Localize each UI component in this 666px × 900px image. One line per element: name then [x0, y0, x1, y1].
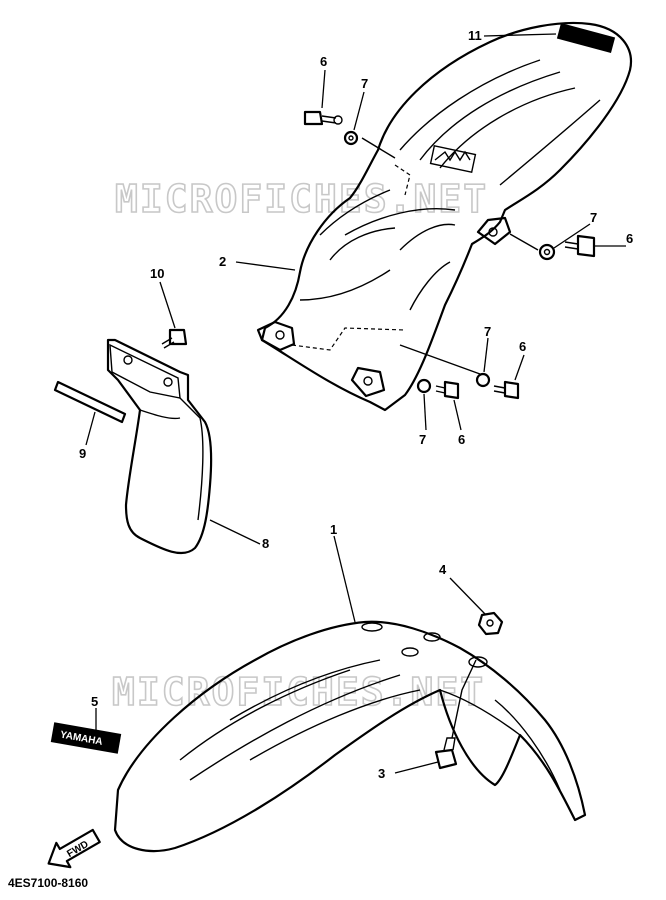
callout-5: 2	[219, 254, 226, 269]
bolt-6-mid-left	[435, 380, 460, 400]
callout-11: 11	[468, 28, 482, 43]
callout-7-mid-right: 7	[484, 324, 491, 339]
watermark-top: MICROFICHES.NET	[115, 177, 488, 221]
reflector-strip	[53, 380, 127, 424]
callout-4: 5	[91, 694, 98, 709]
fwd-label: FWD	[65, 839, 90, 860]
rear-fender	[256, 21, 633, 412]
bolt-6-mid-right	[493, 380, 520, 400]
washer-7-right	[538, 243, 556, 261]
callout-6-mid-right: 6	[519, 339, 526, 354]
bolt-6-right	[564, 234, 596, 258]
yamaha-decal	[50, 722, 122, 754]
callout-10: 10	[150, 266, 164, 281]
bolt-6-top-left	[303, 110, 343, 126]
callout-8: 8	[262, 536, 269, 551]
washer-7-mid-left	[416, 378, 432, 394]
callout-7-mid-left: 7	[419, 432, 426, 447]
front-fender: YAMAHA	[50, 620, 587, 852]
part-number-code: 4ES7100-8160	[8, 876, 89, 890]
fwd-arrow-icon: FWD	[47, 828, 101, 869]
callout-6-top: 6	[320, 54, 327, 69]
callout-6-mid-left: 6	[458, 432, 465, 447]
callout-3: 4	[439, 562, 447, 577]
callout-2: 3	[378, 766, 385, 781]
nut-3	[477, 611, 504, 636]
callout-7-top: 7	[361, 76, 368, 91]
bolt-10	[161, 328, 188, 349]
washer-7-mid-right	[475, 372, 491, 388]
washer-7-top-left	[343, 130, 359, 146]
mud-flap	[106, 338, 213, 555]
callout-7-right: 7	[590, 210, 597, 225]
callout-1: 1	[330, 522, 337, 537]
callout-9: 9	[79, 446, 86, 461]
callout-6-right: 6	[626, 231, 633, 246]
watermark-bottom: MICROFICHES.NET	[112, 670, 485, 714]
bolt-2	[434, 737, 458, 770]
